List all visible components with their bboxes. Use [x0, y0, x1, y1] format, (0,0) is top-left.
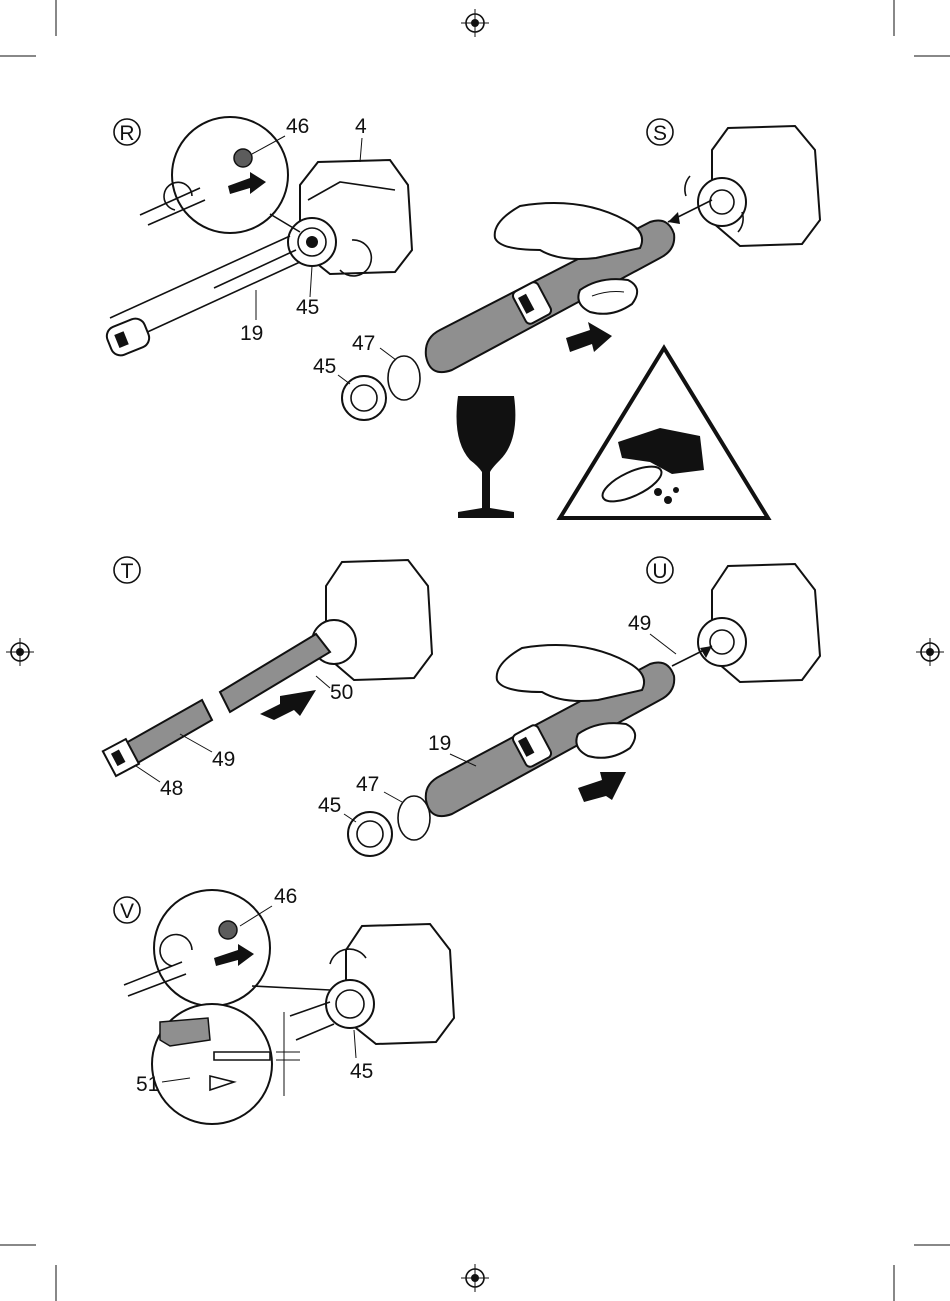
bayonet-ring: [326, 980, 374, 1028]
step-letter: R: [119, 122, 134, 145]
callout: 45: [296, 296, 319, 319]
rotate-arrow-icon: [685, 176, 690, 196]
callout: 47: [352, 332, 375, 355]
screw: [219, 921, 237, 939]
step-letter: U: [652, 560, 667, 583]
fragile-glass-icon: [457, 396, 516, 518]
callout: 45: [318, 794, 341, 817]
registration-mark-icon: [461, 1264, 489, 1292]
bayonet-ring-loose: [348, 812, 392, 856]
callout: 19: [428, 732, 451, 755]
callout: 45: [350, 1060, 373, 1083]
panel-t: T 50 49 48: [103, 557, 432, 800]
hand: [497, 645, 644, 701]
double-arrow-icon: [260, 690, 316, 720]
panel-s: S: [426, 119, 820, 518]
callout: 46: [286, 115, 309, 138]
callout: 45: [313, 355, 336, 378]
callout: 49: [212, 748, 235, 771]
callout: 48: [160, 777, 183, 800]
registration-mark-icon: [6, 638, 34, 666]
hand: [495, 203, 642, 259]
magnifier-detail: [172, 117, 288, 233]
o-ring-seal: [398, 796, 430, 840]
quartz-rod: [220, 634, 330, 712]
bayonet-ring: [698, 618, 746, 666]
panel-v: V 46 51 45: [114, 885, 454, 1124]
callout: 4: [355, 115, 367, 138]
step-letter: S: [653, 122, 667, 145]
callout: 51: [136, 1073, 159, 1096]
callout: 19: [240, 322, 263, 345]
step-letter: V: [120, 900, 134, 923]
callout: 47: [356, 773, 379, 796]
magnifier-detail: [154, 890, 270, 1006]
arrow-left-icon: [566, 322, 612, 352]
callout: 46: [274, 885, 297, 908]
callout: 49: [628, 612, 651, 635]
callout: 50: [330, 681, 353, 704]
registration-mark-icon: [461, 9, 489, 37]
panel-r: R 46 4 45 19 47: [104, 115, 420, 420]
bayonet-ring: [698, 178, 746, 226]
registration-mark-icon: [916, 638, 944, 666]
step-letter: T: [121, 560, 134, 583]
arrow-right-icon: [578, 772, 626, 802]
o-ring-seal: [388, 356, 420, 400]
tube-end-cap: [104, 316, 152, 359]
screw: [234, 149, 252, 167]
